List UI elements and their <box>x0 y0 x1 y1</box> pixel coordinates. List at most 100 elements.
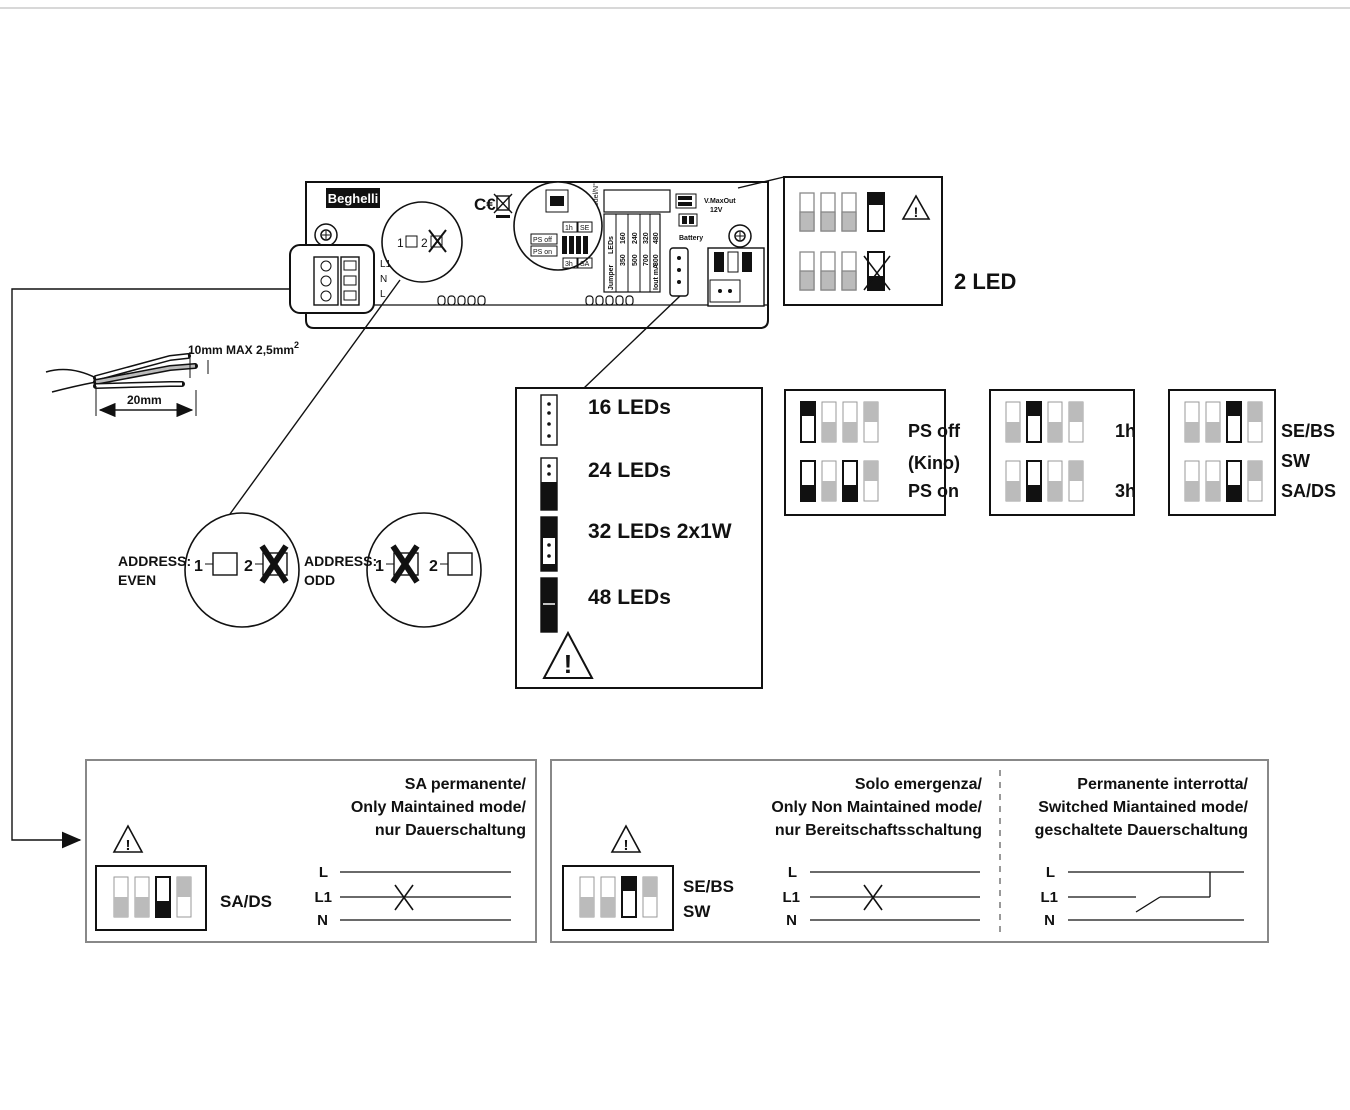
ce-mark: C€ <box>474 195 496 214</box>
led-option-24: 24 LEDs <box>588 459 671 482</box>
mode-se-bs-label: SE/BS <box>1281 421 1335 441</box>
open-circuit-cross-icon <box>394 884 414 911</box>
switched-title-it: Permanente interrotta/ <box>1077 776 1248 793</box>
sw-mode-label: SW <box>683 902 711 921</box>
se-title-de: nur Bereitschaftsschaltung <box>775 822 982 839</box>
warning-triangle-icon: ! <box>542 630 594 679</box>
address-even-circle: 1 2 <box>184 512 300 628</box>
wire-length-label: 20mm <box>127 393 162 407</box>
weee-bin-icon <box>493 193 513 218</box>
dip-label-ps-on: PS on <box>533 249 552 256</box>
terminal-label-l: L <box>380 289 386 300</box>
table-cell: 480 <box>653 232 660 244</box>
wire-strip-label: 10mm MAX 2,5mm2 <box>188 340 299 357</box>
warning-triangle-icon: ! <box>112 824 144 854</box>
se-mode-label: SE/BS <box>683 877 734 896</box>
sa-mode-label: SA/DS <box>220 892 272 911</box>
table-header-jumper: Jumper <box>608 264 615 290</box>
vmax-value: 12V <box>710 207 723 214</box>
dip-cross-icon <box>863 255 891 291</box>
sa-wire-l: L <box>319 864 328 881</box>
dip-label-se: SE <box>580 225 590 232</box>
vent-slots-left <box>437 295 486 306</box>
hours-3h-label: 3h <box>1115 481 1136 501</box>
se-switched-panel: ! <box>550 759 1269 943</box>
switched-wire-l: L <box>1046 864 1055 881</box>
mini-address-two: 2 <box>421 236 428 250</box>
svg-text:!: ! <box>126 837 131 854</box>
se-wire-l: L <box>788 864 797 881</box>
sa-title-en: Only Maintained mode/ <box>351 799 527 816</box>
switch-contact-icon <box>1135 896 1161 913</box>
se-title-it: Solo emergenza/ <box>855 776 983 793</box>
model-plate <box>603 189 671 213</box>
hours-1h-label: 1h <box>1115 421 1136 441</box>
kino-label: (Kino) <box>908 453 960 473</box>
odd-two-label: 2 <box>429 558 438 575</box>
even-one-label: 1 <box>194 558 203 575</box>
battery-label: Battery <box>679 235 703 242</box>
table-cell: 240 <box>632 232 639 244</box>
two-led-label: 2 LED <box>954 269 1016 294</box>
se-wire-n: N <box>786 912 797 929</box>
table-cell: 800 <box>653 254 660 266</box>
open-circuit-cross-icon <box>863 884 883 911</box>
mode-dip-box <box>1168 389 1276 516</box>
table-header-leds: LEDs <box>608 236 615 254</box>
mode-sa-ds-label: SA/DS <box>1281 481 1336 501</box>
address-even-label: ADDRESS: <box>118 553 191 569</box>
led-option-32: 32 LEDs 2x1W <box>588 520 732 543</box>
wire-strip-illustration <box>45 352 209 418</box>
model-label: Model/N°: <box>592 181 600 212</box>
terminal-block <box>289 244 375 314</box>
vent-slots-right <box>585 295 634 306</box>
vmax-label: V.MaxOut <box>704 198 736 205</box>
device-address-circle <box>381 201 463 283</box>
two-led-box: ! <box>783 176 943 306</box>
zoom-line-2led <box>737 176 785 189</box>
terminal-label-n: N <box>380 274 387 285</box>
table-header-iout: Iout mA <box>653 264 660 290</box>
terminal-label-l1: L1 <box>380 259 392 270</box>
output-table: Jumper LEDs 160 350 240 500 320 700 480 … <box>603 213 661 293</box>
mount-screw-right-icon <box>728 224 752 248</box>
switched-wire-l1: L1 <box>1040 889 1058 906</box>
zoom-line-address <box>229 279 401 515</box>
sa-mode-panel: ! <box>85 759 537 943</box>
switched-title-en: Switched Miantained mode/ <box>1038 799 1248 816</box>
odd-one-label: 1 <box>375 558 384 575</box>
warning-triangle-icon: ! <box>901 194 931 220</box>
switched-title-de: geschaltete Dauerschaltung <box>1035 822 1248 839</box>
sa-title-it: SA permanente/ <box>405 776 527 793</box>
brand-text: Beghelli <box>328 191 379 206</box>
table-cell: 350 <box>620 254 627 266</box>
se-title-en: Only Non Maintained mode/ <box>771 799 982 816</box>
device-body: Beghelli C€ 1 2 L1 N <box>305 181 769 329</box>
dip-label-sa: SA <box>580 261 590 268</box>
led-config-box: ! <box>515 387 763 689</box>
ps-dip-box <box>784 389 946 516</box>
address-odd-circle: 1 2 <box>366 512 482 628</box>
led-option-48: 48 LEDs <box>588 586 671 609</box>
address-even-sublabel: EVEN <box>118 572 156 588</box>
table-cell: 700 <box>643 254 650 266</box>
sa-title-de: nur Dauerschaltung <box>375 822 526 839</box>
ps-on-label: PS on <box>908 481 959 501</box>
right-connector <box>707 247 765 307</box>
address-cross-icon <box>259 544 289 584</box>
mini-address-cross-icon <box>428 229 447 253</box>
table-cell: 160 <box>620 232 627 244</box>
address-cross-icon <box>390 544 420 584</box>
dip-label-ps-off: PS off <box>533 237 552 244</box>
even-two-label: 2 <box>244 558 253 575</box>
mode-sw-label: SW <box>1281 451 1310 471</box>
hours-dip-box <box>989 389 1135 516</box>
ps-off-label: PS off <box>908 421 961 441</box>
address-odd-sublabel: ODD <box>304 572 335 588</box>
warning-triangle-icon: ! <box>610 824 642 854</box>
table-cell: 500 <box>632 254 639 266</box>
dip-label-1h: 1h <box>565 225 573 232</box>
table-cell: 320 <box>643 232 650 244</box>
svg-text:!: ! <box>564 649 573 679</box>
